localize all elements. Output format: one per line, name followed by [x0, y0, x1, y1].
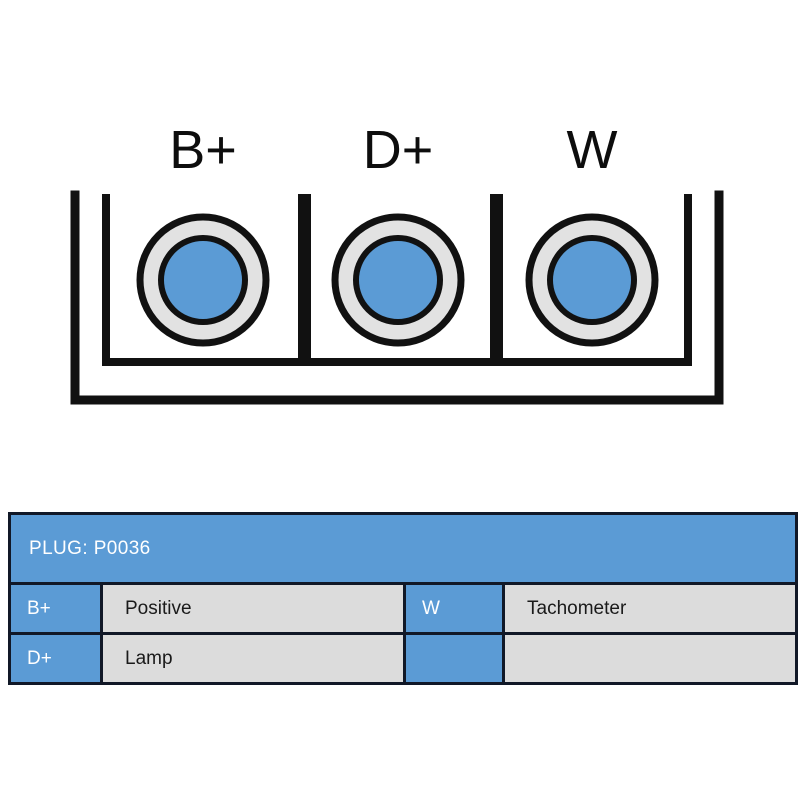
pin-socket-b-plus [136, 213, 270, 347]
connector-housing-outline [70, 190, 724, 405]
pin-socket-w [525, 213, 659, 347]
pin-code-w: W [403, 582, 505, 635]
socket-core-b-plus [158, 235, 248, 325]
pin-desc-positive: Positive [100, 582, 406, 635]
pin-code-empty [403, 632, 505, 685]
pin-cavity-outline-d-plus [303, 194, 498, 366]
table-row: D+ Lamp [8, 632, 799, 685]
connector-diagram-svg: B+ D+ W [70, 120, 724, 405]
pin-code-b-plus: B+ [8, 582, 103, 635]
pin-socket-d-plus [331, 213, 465, 347]
pin-cavity-outline-w [495, 194, 692, 366]
socket-core-w [547, 235, 637, 325]
table-row: B+ Positive W Tachometer [8, 582, 799, 635]
pin-desc-lamp: Lamp [100, 632, 406, 685]
pin-label-b-plus: B+ [169, 120, 237, 180]
plug-header-label: PLUG: P0036 [7, 512, 799, 585]
pin-code-d-plus: D+ [8, 632, 103, 685]
pin-label-w: W [567, 120, 618, 180]
pin-desc-empty [501, 632, 799, 685]
connector-diagram: B+ D+ W [70, 120, 724, 405]
socket-core-d-plus [353, 235, 443, 325]
table-header-row: PLUG: P0036 [7, 512, 799, 585]
pin-label-d-plus: D+ [363, 120, 434, 180]
plug-pinout-table: PLUG: P0036 B+ Positive W Tachometer D+ … [7, 512, 799, 685]
pin-desc-tachometer: Tachometer [501, 582, 799, 635]
pin-cavity-outline-b-plus [102, 194, 306, 366]
